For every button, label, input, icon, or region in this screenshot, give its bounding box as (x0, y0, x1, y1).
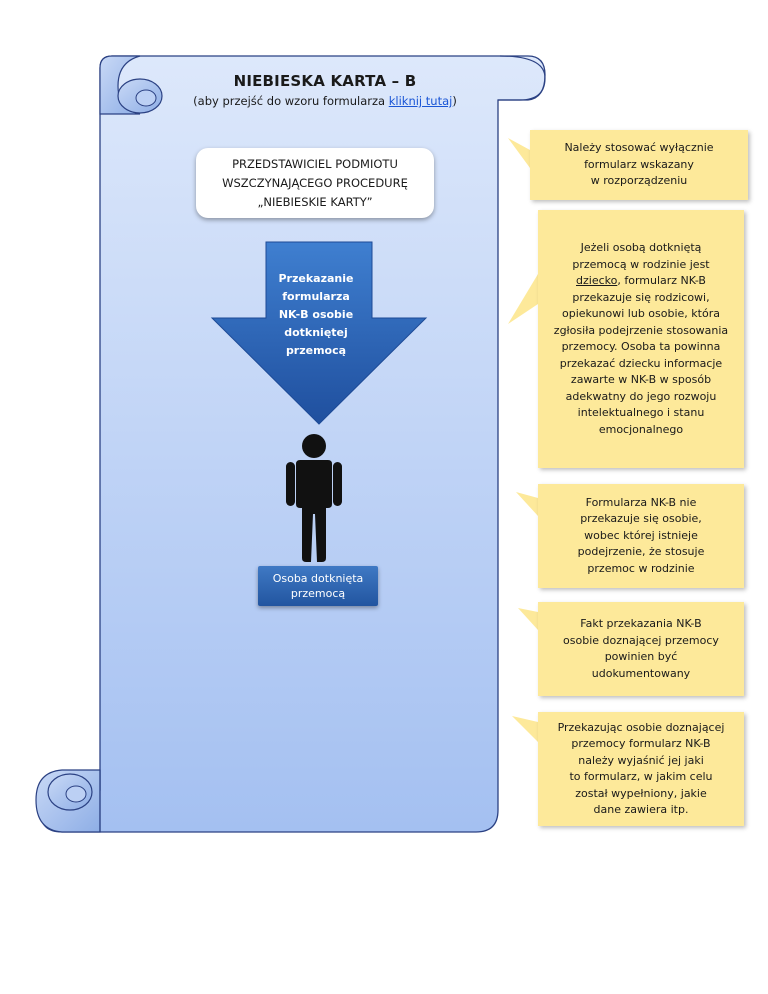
callout-not-to-perpetrator: Formularza NK-B nie przekazuje się osobi… (538, 484, 744, 588)
scroll-top-right-curl (498, 55, 546, 101)
callout-tail-3 (516, 492, 538, 516)
callout-child-text: Jeżeli osobą dotkniętą przemocą w rodzin… (554, 240, 728, 438)
subtitle-text-before: (aby przejść do wzoru formularza (193, 94, 389, 108)
callout-tail-5 (512, 716, 538, 742)
arrow-label: Przekazanie formularza NK-B osobie dotkn… (278, 272, 354, 357)
callout-explain-form: Przekazując osobie doznającej przemocy f… (538, 712, 744, 826)
affected-person-box: Osoba dotknięta przemocą (258, 566, 378, 606)
callout-child-text-before: Jeżeli osobą dotkniętą przemocą w rodzin… (572, 241, 710, 271)
down-arrow (210, 241, 428, 425)
callout-tail-4 (518, 608, 538, 630)
callout-tail-1 (508, 138, 530, 168)
callout-child-victim: Jeżeli osobą dotkniętą przemocą w rodzin… (538, 210, 744, 468)
representative-box: PRZEDSTAWICIEL PODMIOTU WSZCZYNAJĄCEGO P… (196, 148, 434, 218)
callout-child-text-after: , formularz NK-B przekazuje się rodzicow… (553, 274, 729, 436)
callout-child-underlined: dziecko (576, 274, 618, 287)
page-title: NIEBIESKA KARTA – B (233, 72, 417, 90)
form-template-link[interactable]: kliknij tutaj (388, 94, 453, 108)
person-icon (286, 434, 342, 562)
callout-use-official-form: Należy stosować wyłącznie formularz wska… (530, 130, 748, 200)
callout-documentation: Fakt przekazania NK-B osobie doznającej … (538, 602, 744, 696)
page-subtitle: (aby przejść do wzoru formularza kliknij… (110, 94, 540, 108)
subtitle-text-after: ) (452, 94, 457, 108)
callout-tail-2 (508, 274, 538, 324)
